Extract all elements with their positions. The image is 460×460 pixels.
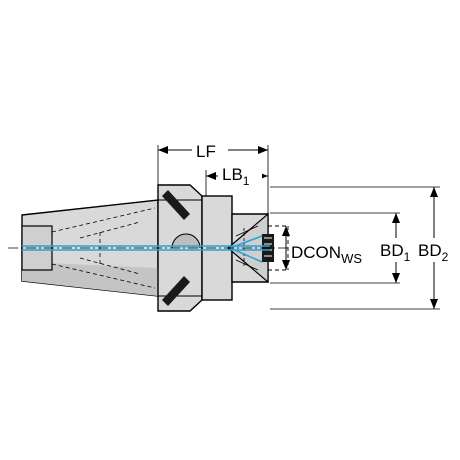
- lf-label: LF: [196, 142, 216, 161]
- bd1-sub: 1: [404, 250, 411, 264]
- extension-lines: [157, 145, 440, 310]
- lb1-label: LB1: [222, 165, 250, 188]
- taper-shank-shade: [22, 262, 158, 296]
- lb1-main: LB: [222, 165, 243, 184]
- dconws-sub: WS: [341, 251, 362, 266]
- bd2-main: BD: [418, 241, 442, 260]
- lb1-dimension: [206, 162, 268, 186]
- dconws-dimension: [282, 226, 290, 270]
- bd1-label: BD1: [380, 241, 411, 264]
- bd1-main: BD: [380, 241, 404, 260]
- bd2-label: BD2: [418, 241, 449, 264]
- bd2-sub: 2: [442, 250, 449, 264]
- flange-notch: [171, 233, 201, 249]
- lb1-sub: 1: [243, 174, 250, 188]
- lf-dimension: [158, 138, 268, 160]
- dconws-main: DCON: [291, 243, 341, 262]
- bd2-dimension: [418, 187, 456, 309]
- bd1-dimension: [380, 213, 412, 283]
- dconws-label: DCONWS: [291, 243, 362, 266]
- drive-slots: [162, 190, 190, 306]
- coolant-channel: [22, 235, 270, 263]
